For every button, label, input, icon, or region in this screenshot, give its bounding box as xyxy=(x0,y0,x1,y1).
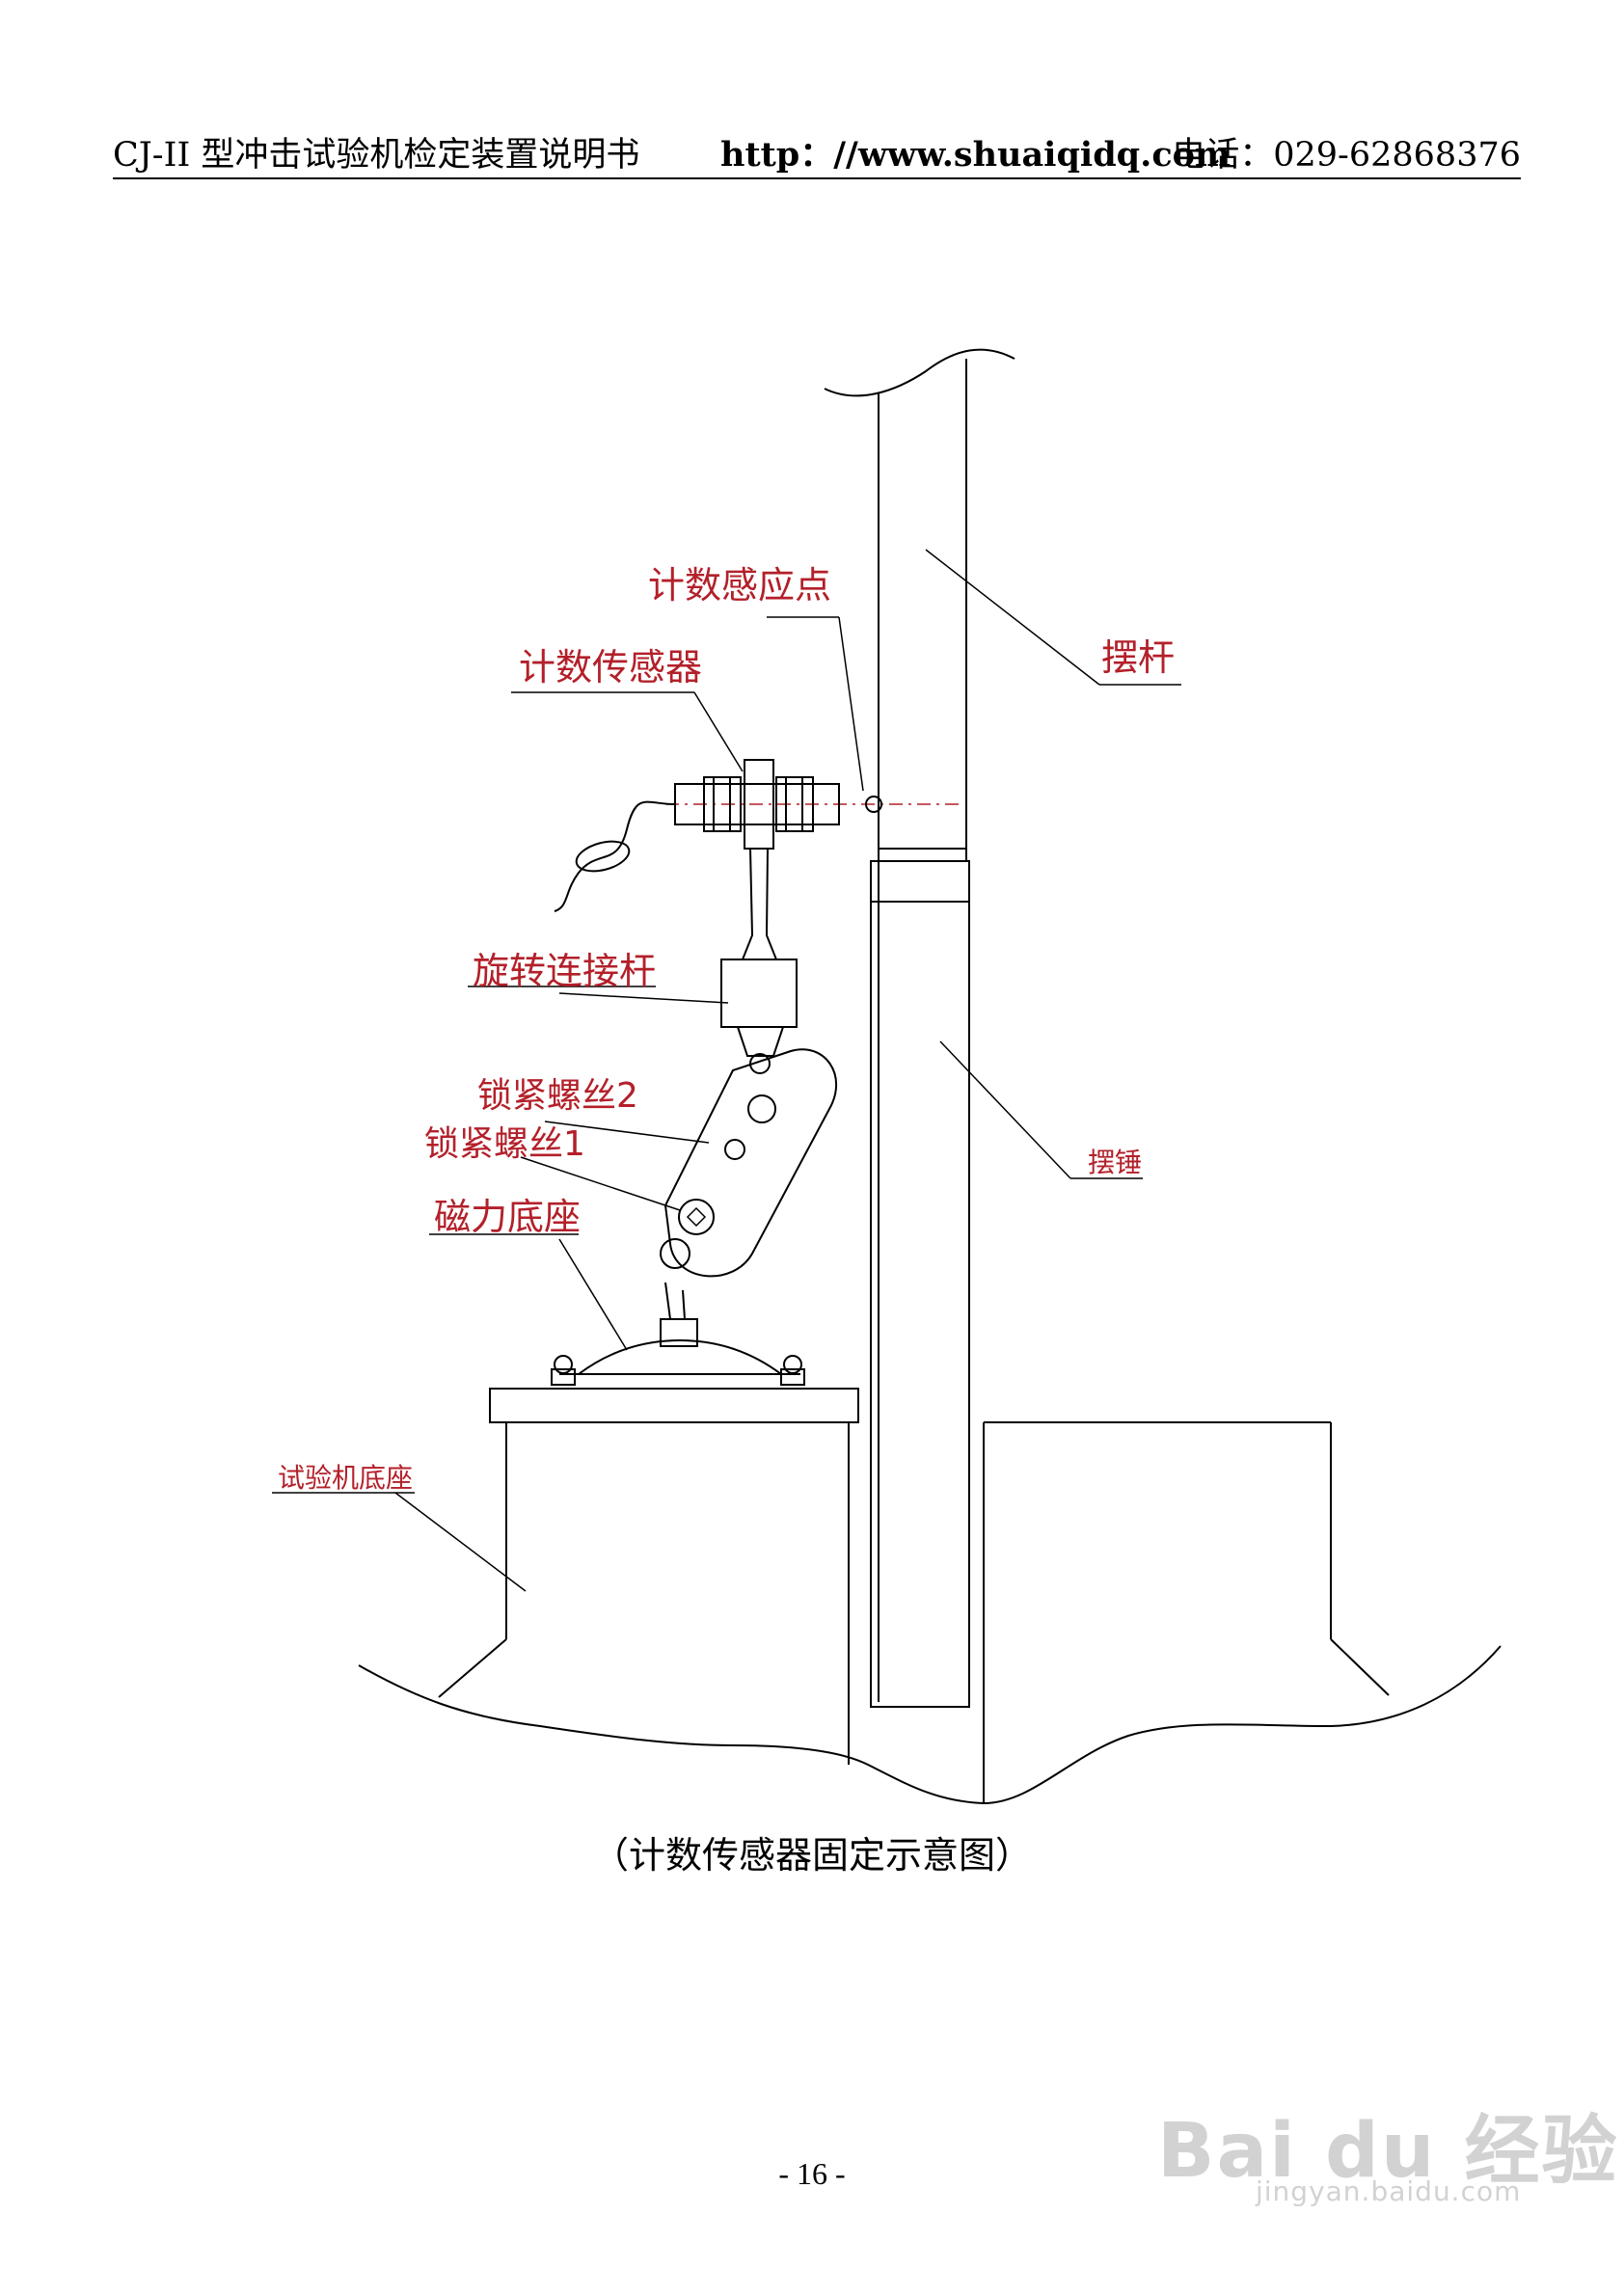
pendulum-hammer xyxy=(870,901,970,1708)
watermark-logo: Bai du 经验 xyxy=(1157,2108,1619,2195)
sensing-point xyxy=(865,796,882,813)
page-number: - 16 - xyxy=(778,2156,846,2191)
label-counter-sensor: 计数传感器 xyxy=(519,646,702,689)
link-plate xyxy=(663,1048,838,1278)
plate-hole-bottom xyxy=(660,1238,690,1269)
ground-break-line xyxy=(358,1645,1502,1805)
header-url[interactable]: http：//www.shuaiqidq.com xyxy=(720,135,1232,175)
header-phone: 电话：029-62868376 xyxy=(1172,136,1521,175)
base-top-plate xyxy=(489,1388,859,1423)
label-lock-screw-1: 锁紧螺丝1 xyxy=(424,1124,585,1164)
magnetic-base-dome xyxy=(578,1338,782,1375)
lock-screw-2 xyxy=(724,1139,745,1160)
sensor-cable xyxy=(554,800,676,912)
label-magnetic-base: 磁力底座 xyxy=(434,1196,581,1238)
label-machine-base: 试验机底座 xyxy=(278,1462,413,1494)
sensor-clamp xyxy=(744,759,774,850)
rotary-link-rod xyxy=(720,959,798,1028)
label-rotary-link: 旋转连接杆 xyxy=(473,950,656,992)
page-header: CJ-II 型冲击试验机检定装置说明书 http：//www.shuaiqidq… xyxy=(113,133,1521,179)
label-pendulum-rod: 摆杆 xyxy=(1101,636,1175,679)
label-sensing-point: 计数感应点 xyxy=(648,564,831,607)
cable-coil xyxy=(575,840,631,873)
label-pendulum-hammer: 摆锤 xyxy=(1088,1147,1142,1178)
figure-caption: （计数传感器固定示意图） xyxy=(591,1834,1032,1877)
header-title: CJ-II 型冲击试验机检定装置说明书 xyxy=(113,136,640,175)
watermark-site: jingyan.baidu.com xyxy=(1256,2175,1522,2207)
base-nut xyxy=(660,1318,698,1347)
rod-break-line xyxy=(824,348,1015,397)
label-lock-screw-2: 锁紧螺丝2 xyxy=(477,1076,638,1116)
hammer-collar xyxy=(870,860,970,903)
plate-hole-top xyxy=(747,1094,776,1123)
lock-screw-1 xyxy=(678,1199,715,1235)
